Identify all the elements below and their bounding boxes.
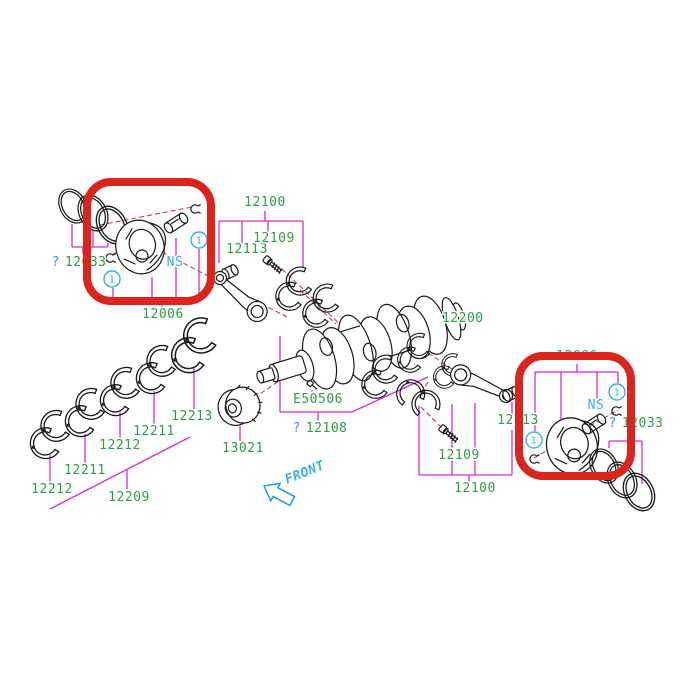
label-top-conrod-bushing[interactable]: 12113 (225, 241, 269, 259)
label-crankshaft[interactable]: 12200 (441, 310, 485, 328)
crank-sprocket (217, 384, 263, 426)
label-bearing-pos2[interactable]: 12211 (63, 462, 107, 480)
crank-bolt (306, 379, 318, 390)
label-sprocket[interactable]: 13021 (221, 440, 265, 458)
label-bearing-set[interactable]: 12209 (107, 489, 151, 507)
highlight-box-right-piston (515, 352, 635, 480)
front-label: FRONT (283, 458, 328, 488)
right-pin-clip-upper (611, 406, 622, 416)
left-pin-clip-lower (105, 253, 116, 263)
label-right-conrod-assembly[interactable]: 12100 (453, 480, 497, 498)
left-pin-clip-upper (190, 204, 201, 214)
crankshaft (256, 295, 467, 390)
leader-right-conrod (418, 402, 513, 482)
leader-left-piston (112, 238, 200, 308)
label-top-conrod-bolt[interactable]: 12109 (252, 230, 296, 248)
label-top-conrod-assembly[interactable]: 12100 (243, 194, 287, 212)
left-piston (108, 213, 172, 281)
label-main-bearing-set[interactable]: ?12108 (291, 420, 348, 438)
callout-badge-right-lower (525, 431, 543, 449)
leader-left-rings (71, 224, 109, 254)
right-pin-clip-lower (529, 454, 540, 464)
callout-badge-right-upper (608, 383, 626, 401)
label-left-piston[interactable]: 12006 (141, 306, 185, 324)
left-piston-pin (161, 210, 191, 236)
leader-main-bearings (49, 367, 195, 510)
top-conrod-bolt (261, 254, 284, 275)
label-left-pin-ns: NS (167, 255, 184, 270)
label-right-conrod-bolt[interactable]: 12109 (437, 447, 481, 465)
label-bearing-pos5[interactable]: 12213 (170, 408, 214, 426)
callout-badge-left-lower (103, 270, 121, 288)
front-marker: FRONT (258, 456, 329, 511)
label-right-rings[interactable]: ?12033 (607, 415, 664, 433)
label-crank-bolt[interactable]: E50506 (292, 391, 344, 409)
label-bearing-pos3[interactable]: 12212 (98, 437, 142, 455)
label-bearing-pos4[interactable]: 12211 (132, 423, 176, 441)
highlight-box-left-piston (83, 178, 215, 305)
callout-badge-left-upper (190, 231, 208, 249)
leader-right-piston (534, 364, 619, 431)
label-left-rings[interactable]: ?12033 (50, 254, 107, 272)
leader-top-conrod (218, 211, 304, 268)
label-right-pin-ns: NS (588, 398, 605, 413)
label-bearing-pos1[interactable]: 12212 (30, 481, 74, 499)
leader-lines (49, 211, 643, 510)
top-connecting-rod (207, 265, 272, 327)
